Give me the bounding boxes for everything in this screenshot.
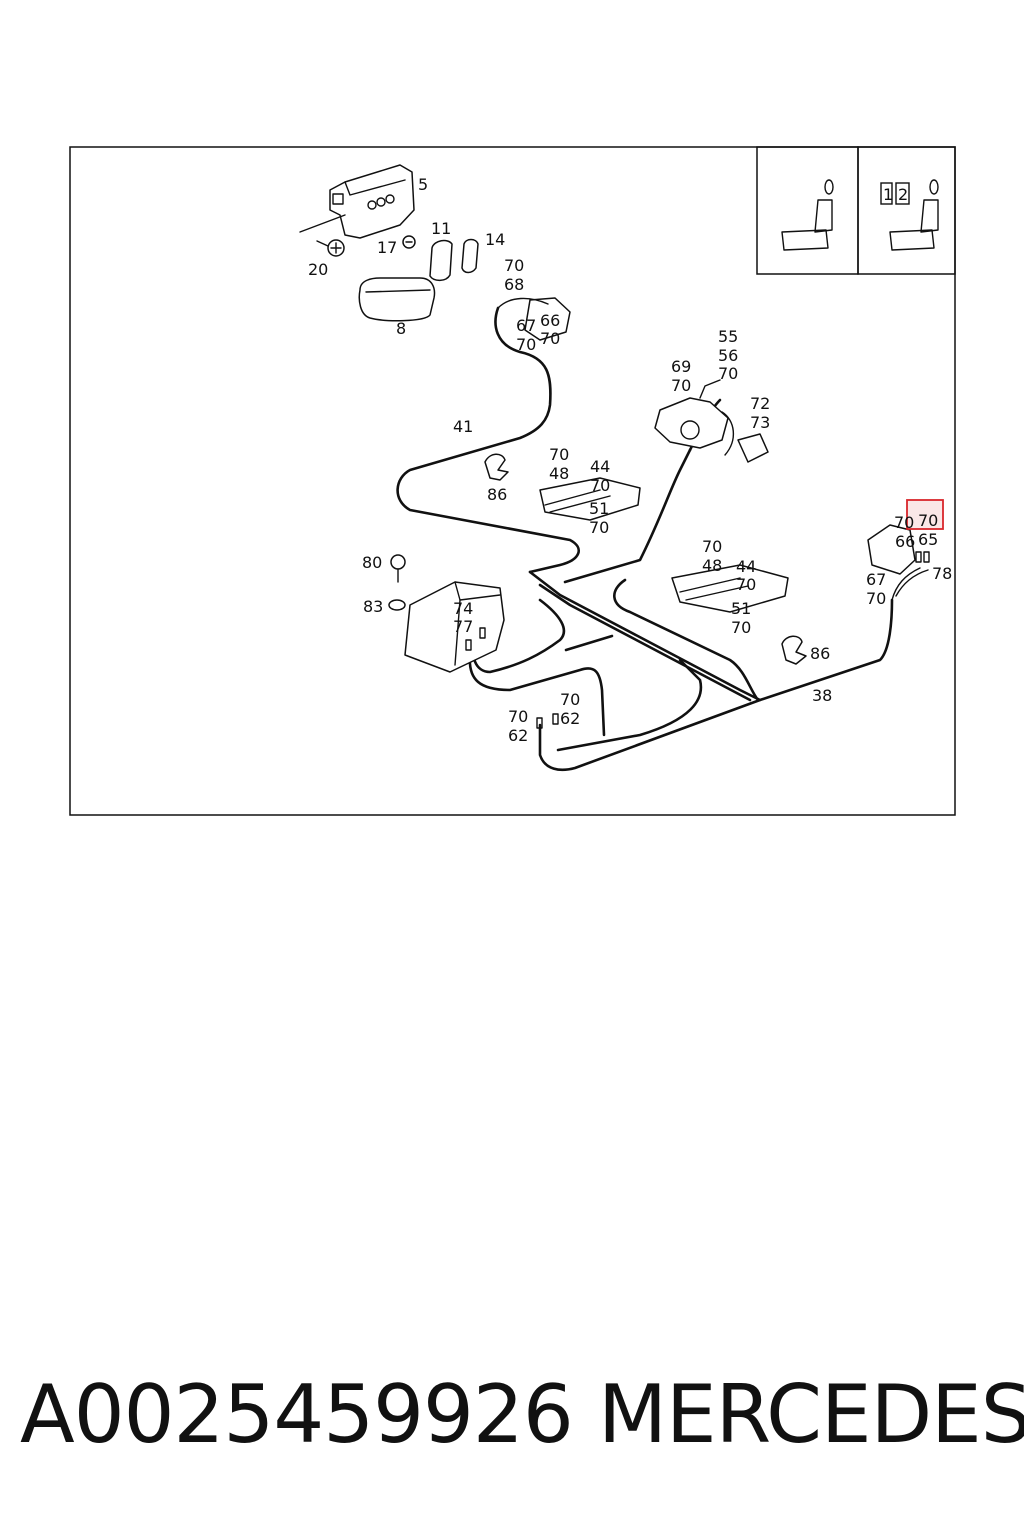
part-number: A0025459926 [20, 1368, 574, 1461]
diagram-frame [69, 146, 956, 816]
callout-51: 51 [589, 499, 609, 518]
seat-icon [781, 179, 834, 251]
callout-14: 14 [485, 230, 505, 249]
control-unit-part-74 [404, 581, 505, 673]
callout-70: 70 [736, 575, 756, 594]
button-part-14 [461, 238, 479, 274]
callout-38: 38 [812, 686, 832, 705]
callout-5: 5 [418, 175, 428, 194]
motor-part-69 [654, 379, 734, 456]
clip-part-17 [402, 235, 416, 249]
callout-70: 70 [590, 476, 610, 495]
callout-66: 66 [540, 311, 560, 330]
callout-83: 83 [363, 597, 383, 616]
clip-part-86 [484, 453, 509, 481]
memory-button-2-label: 2 [898, 185, 908, 204]
callout-70: 70 [731, 618, 751, 637]
inset-seat-views: 1 2 [756, 146, 956, 275]
callout-51: 51 [731, 599, 751, 618]
callout-66: 66 [895, 532, 915, 551]
callout-62: 62 [508, 726, 528, 745]
callout-20: 20 [308, 260, 328, 279]
callout-44: 44 [590, 457, 610, 476]
callout-86: 86 [810, 644, 830, 663]
callout-70: 70 [560, 690, 580, 709]
callout-70: 70 [718, 364, 738, 383]
callout-67: 67 [866, 570, 886, 589]
callout-70: 70 [516, 335, 536, 354]
callout-73: 73 [750, 413, 770, 432]
callout-70: 70 [504, 256, 524, 275]
callout-11: 11 [431, 219, 451, 238]
callout-86: 86 [487, 485, 507, 504]
connector-cluster-top [497, 297, 571, 341]
callout-68: 68 [504, 275, 524, 294]
callout-17: 17 [377, 238, 397, 257]
callout-highlight [906, 499, 944, 530]
callout-70: 70 [508, 707, 528, 726]
callout-70: 70 [702, 537, 722, 556]
clip-part-86 [781, 635, 807, 665]
switch-housing-part-5 [299, 164, 415, 239]
callout-48: 48 [702, 556, 722, 575]
memory-button-1-label: 1 [883, 185, 893, 204]
callout-69: 69 [671, 357, 691, 376]
plug-part-62 [536, 717, 543, 729]
callout-74: 74 [453, 599, 473, 618]
callout-55: 55 [718, 327, 738, 346]
callout-41: 41 [453, 417, 473, 436]
connector-part-44-lower [671, 564, 789, 613]
callout-70-highlighted: 70 [918, 511, 938, 530]
callout-70: 70 [894, 513, 914, 532]
washer-part-83 [388, 599, 406, 611]
button-part-11 [429, 239, 453, 282]
callout-70: 70 [589, 518, 609, 537]
callout-70: 70 [866, 589, 886, 608]
callout-72: 72 [750, 394, 770, 413]
callout-67: 67 [516, 316, 536, 335]
callout-70: 70 [549, 445, 569, 464]
screw-part-80 [390, 554, 406, 583]
connector-part-72 [737, 433, 769, 463]
callout-77: 77 [453, 617, 473, 636]
callout-70: 70 [671, 376, 691, 395]
cover-part-8 [358, 277, 436, 322]
footer: A0025459926 MERCEDES [0, 1368, 1024, 1478]
wiring-harness-diagram: 1 2 [69, 146, 956, 816]
brand-name: MERCEDES [598, 1368, 1024, 1461]
callout-labels: 5 17 20 11 14 8 70 68 67 66 70 70 41 86 … [308, 175, 952, 745]
callout-65: 65 [918, 530, 938, 549]
screw-part-20 [316, 239, 345, 257]
memory-button-2 [895, 182, 910, 205]
connector-cluster-right [867, 524, 930, 601]
plug-part-62 [552, 713, 559, 725]
seat-icon [889, 179, 939, 251]
callout-62: 62 [560, 709, 580, 728]
callout-56: 56 [718, 346, 738, 365]
callout-80: 80 [362, 553, 382, 572]
connector-part-44-upper [539, 477, 641, 521]
callout-78: 78 [932, 564, 952, 583]
callout-44: 44 [736, 557, 756, 576]
callout-48: 48 [549, 464, 569, 483]
callout-70: 70 [540, 329, 560, 348]
callout-8: 8 [396, 319, 406, 338]
memory-button-1 [880, 182, 893, 205]
